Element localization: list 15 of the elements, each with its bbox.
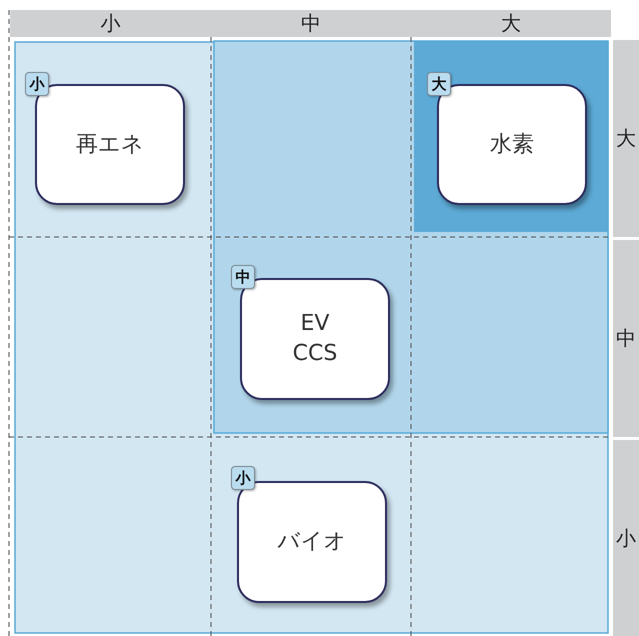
header-cell: 大 (411, 10, 611, 37)
item-label: EV (300, 310, 330, 338)
level-badge: 中 (231, 265, 255, 289)
header-cell: 中 (613, 240, 639, 437)
item-label: バイオ (278, 528, 346, 556)
header-cell: 大 (613, 40, 639, 237)
item-label: 水素 (490, 130, 534, 158)
level-badge: 小 (25, 72, 49, 96)
item-label: 再エネ (76, 130, 144, 158)
level-badge: 大 (427, 72, 451, 96)
level-badge: 小 (231, 466, 255, 490)
header-cell: 小 (613, 440, 639, 636)
header-cell: 小 (10, 10, 211, 37)
header-cell: 中 (211, 10, 411, 37)
item-label: CCS (292, 340, 338, 368)
